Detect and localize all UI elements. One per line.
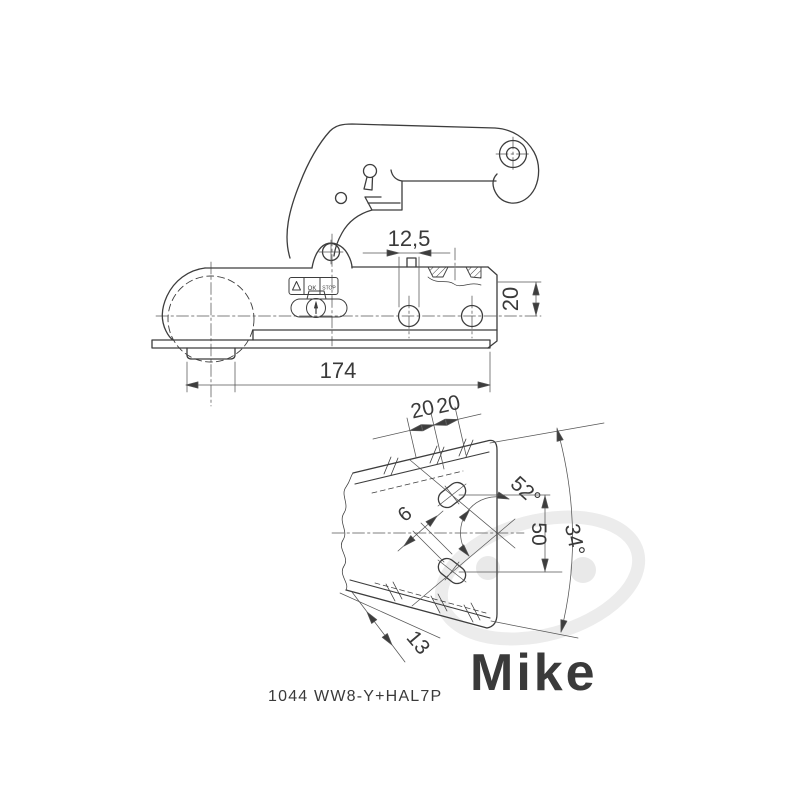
slot-axis-lines (409, 459, 516, 607)
handle-inner-edge (333, 209, 373, 257)
bottom-view: 20 20 52° 50 34° 6 (331, 391, 605, 663)
watermark-logo: Mike (434, 510, 646, 702)
break-line-left (341, 472, 354, 591)
dim-label-20-right: 20 (435, 391, 463, 419)
ball-socket-hump (161, 267, 206, 341)
dim-label-50: 50 (527, 522, 550, 545)
bottom-dimensions: 20 20 52° 50 34° 6 (339, 391, 605, 663)
mount-hole-front (397, 304, 421, 328)
handle-end-hole-outer (498, 139, 528, 169)
drawbar-plate-outline (345, 439, 498, 629)
keyhole-slot (363, 176, 374, 191)
mount-hole-rear (460, 304, 484, 328)
dim-label-20-side: 20 (498, 287, 523, 311)
hatch-right (465, 266, 482, 279)
dim-label-52deg: 52° (506, 472, 545, 510)
dim-label-174: 174 (320, 358, 357, 383)
hatch-left (427, 266, 449, 278)
warning-label-box (288, 277, 339, 295)
fold-ticks (383, 438, 481, 623)
safety-indicator: OK STOP (288, 277, 348, 318)
dim-label-20-left: 20 (409, 396, 437, 424)
side-dimensions: 12,5 20 174 (185, 226, 542, 393)
base-plate (151, 339, 491, 360)
dim-label-6: 6 (394, 502, 417, 526)
side-view: OK STOP 12,5 20 (151, 123, 542, 407)
hidden-edge-bottom (374, 582, 487, 614)
indicator-pill (290, 298, 348, 318)
watermark-text: Mike (470, 644, 598, 702)
dim-label-12-5: 12,5 (388, 226, 431, 251)
warning-triangle-icon (292, 281, 301, 291)
handle-end-hole-inner (505, 146, 521, 162)
ok-label: OK (308, 286, 317, 292)
indicator-tab (306, 290, 327, 300)
side-centerlines (155, 136, 542, 407)
fold-line-top (354, 451, 490, 485)
handle-small-hole (334, 191, 348, 205)
stop-label: STOP (322, 286, 336, 292)
coupling-body (161, 239, 498, 349)
watermark-oval (434, 510, 646, 646)
dim-label-13: 13 (402, 626, 435, 659)
break-line (427, 276, 482, 287)
indicator-knob (306, 298, 326, 318)
keyhole-icon (362, 163, 378, 179)
latch-catch (406, 257, 417, 268)
coupling-ball-phantom (167, 275, 255, 363)
ball-stem (186, 347, 236, 360)
part-number-caption: 1044 WW8-Y+HAL7P (268, 688, 442, 705)
pivot-boss (311, 242, 353, 269)
handle-lever (286, 123, 540, 259)
hidden-edge-top (371, 470, 464, 494)
watermark-dot-left (476, 556, 500, 580)
watermark-dot-right (570, 557, 596, 583)
dim-label-34deg: 34° (560, 522, 589, 558)
